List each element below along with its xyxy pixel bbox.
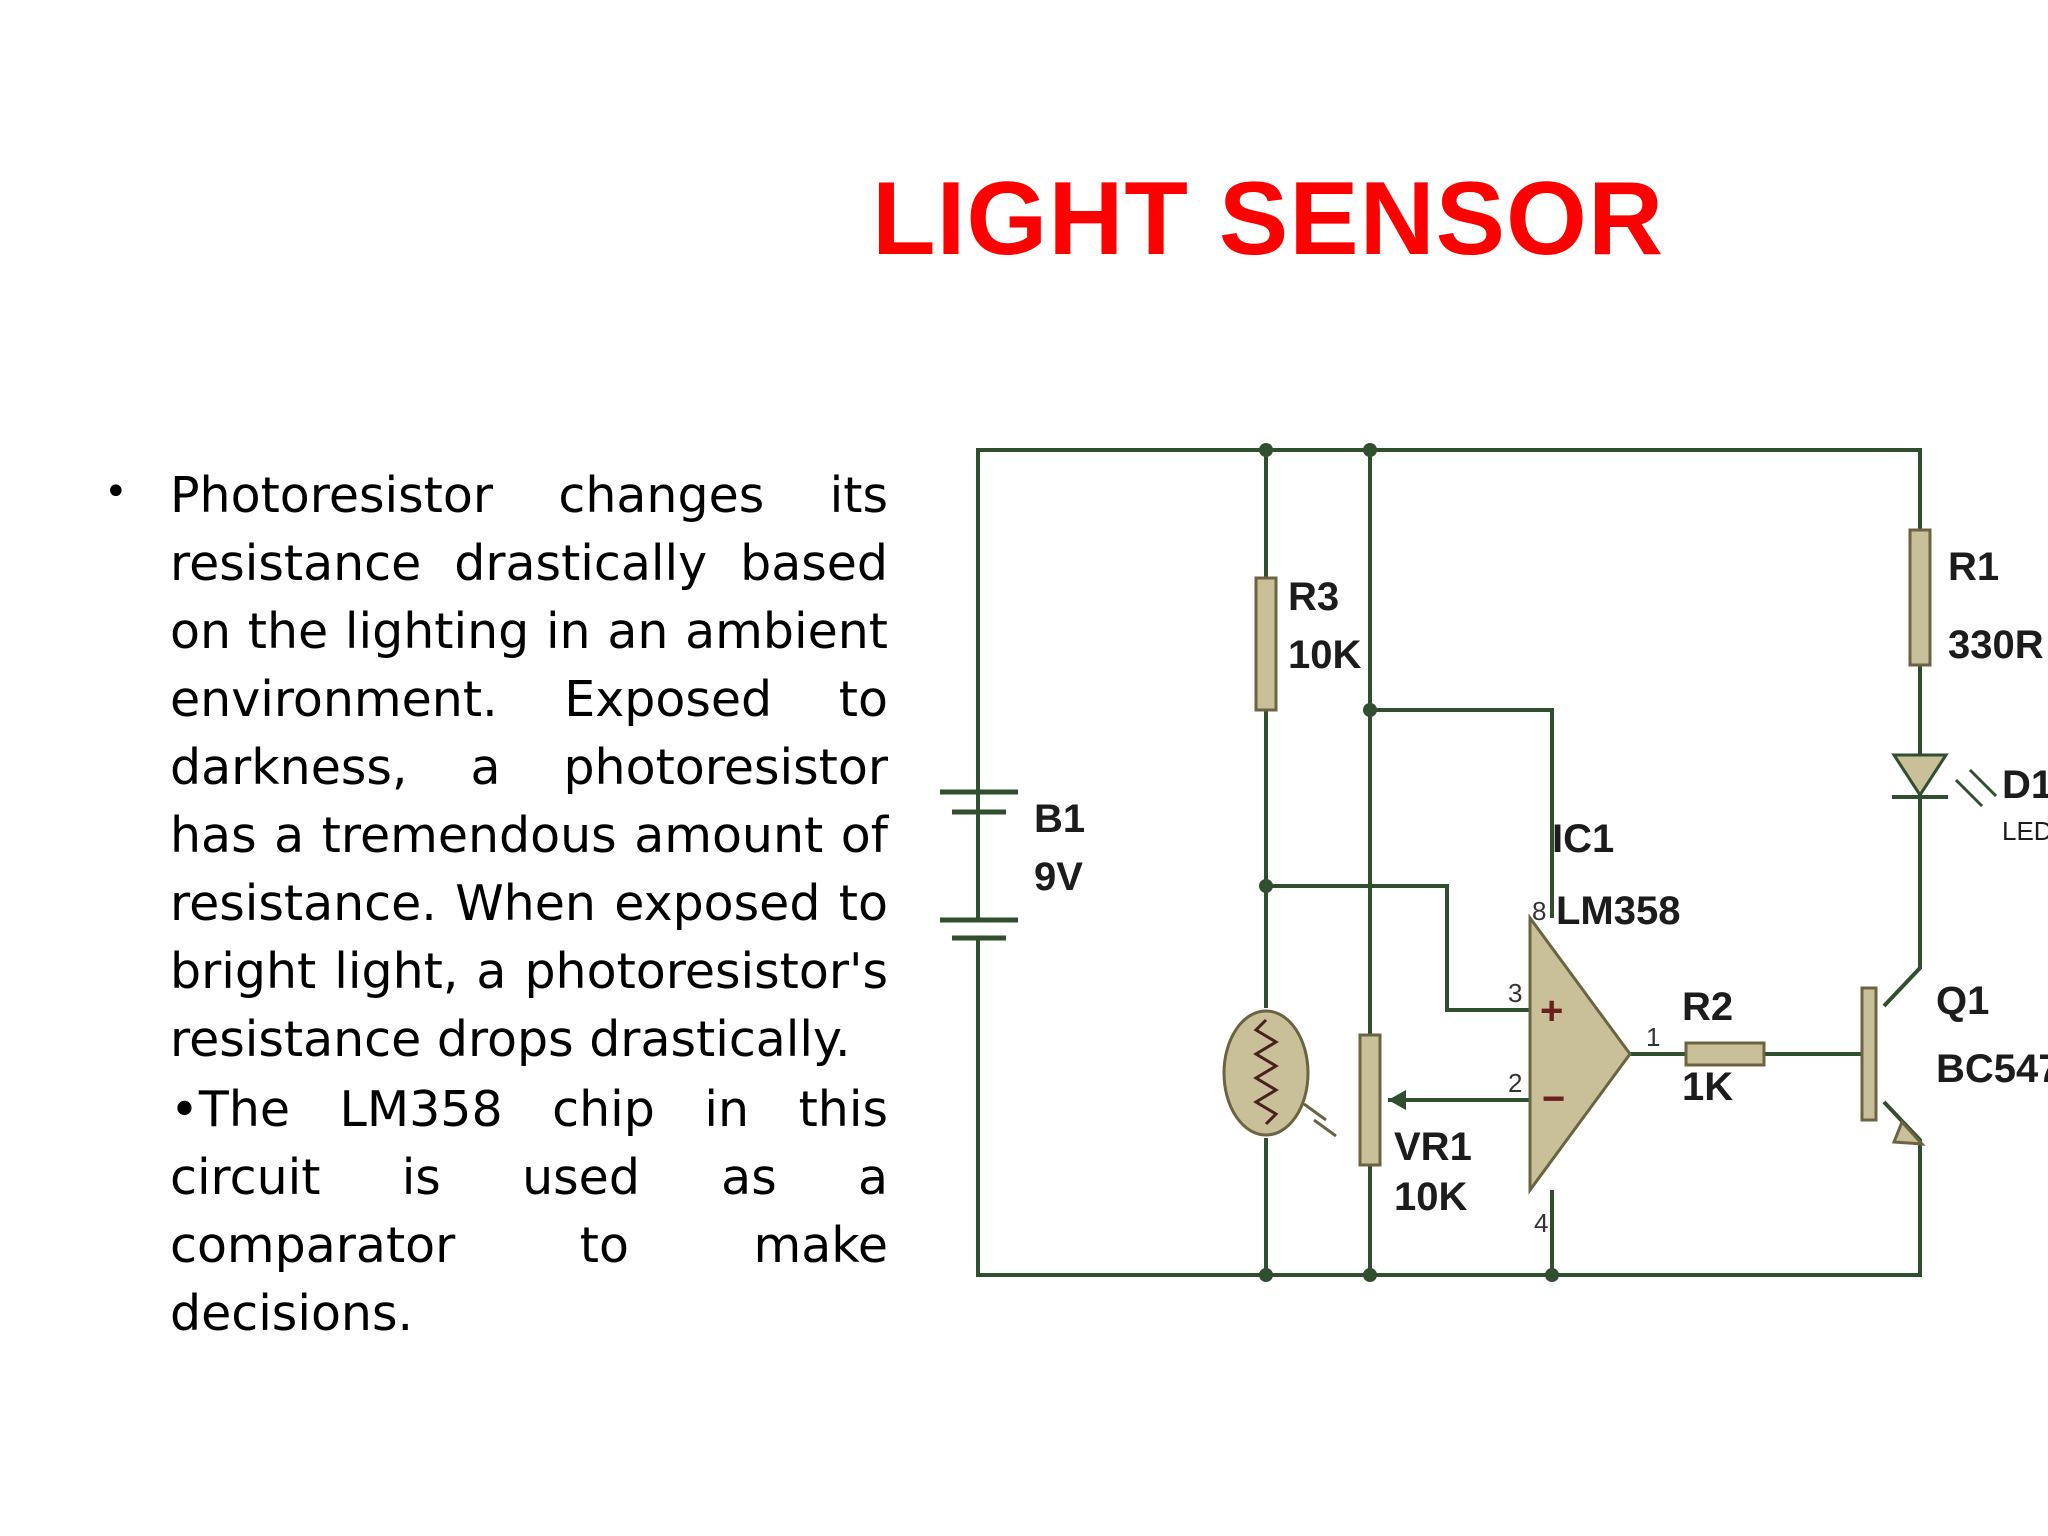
- pin-3-label: 3: [1508, 978, 1522, 1008]
- potentiometer-vr1-icon: [1358, 1033, 1406, 1167]
- label-r1: R1: [1948, 545, 1999, 589]
- bullet-marker: •: [104, 469, 128, 515]
- label-b1: B1: [1034, 797, 1085, 841]
- resistor-r1-icon: [1908, 528, 1932, 667]
- label-ic1: IC1: [1552, 817, 1614, 861]
- resistor-r2-icon: [1684, 1041, 1766, 1067]
- junction-dots: [1259, 443, 1559, 1282]
- label-r3: R3: [1288, 575, 1339, 619]
- paragraph-photoresistor: Photoresistor changes its resistance dra…: [170, 467, 888, 1068]
- label-r3-value: 10K: [1288, 633, 1361, 677]
- body-text-block: Photoresistor changes its resistance dra…: [170, 462, 888, 1348]
- label-r1-value: 330R: [1948, 623, 2044, 667]
- photoresistor-icon: [1222, 1009, 1337, 1138]
- pin-2-label: 2: [1508, 1068, 1522, 1098]
- slide-title: LIGHT SENSOR: [872, 161, 1665, 277]
- pin-8-label: 8: [1532, 896, 1546, 926]
- label-r2: R2: [1682, 985, 1733, 1029]
- transistor-q1-icon: [1860, 986, 1926, 1146]
- pin-1-label: 1: [1646, 1022, 1660, 1052]
- paragraph-lm358: •The LM358 chip in this circuit is used …: [170, 1081, 888, 1342]
- label-vr1-value: 10K: [1394, 1175, 1467, 1219]
- label-vr1: VR1: [1394, 1125, 1472, 1169]
- label-d1: D1: [2002, 763, 2048, 807]
- opamp-plus-sign: +: [1540, 989, 1563, 1033]
- resistor-r3-icon: [1254, 576, 1278, 712]
- led-d1-icon: [1891, 753, 1998, 808]
- label-ic1-value: LM358: [1556, 889, 1681, 933]
- label-r2-value: 1K: [1682, 1065, 1733, 1109]
- label-b1-value: 9V: [1034, 855, 1083, 899]
- label-q1-value: BC547: [1936, 1047, 2048, 1091]
- label-d1-value: LED: [2002, 816, 2048, 846]
- battery-icon: [940, 789, 1018, 980]
- opamp-minus-sign: −: [1542, 1077, 1565, 1121]
- pin-4-label: 4: [1534, 1208, 1548, 1238]
- circuit-wires: [976, 448, 1922, 1277]
- circuit-diagram: B1 9V R3 10K R1 330R D1 LED IC1 LM358 R2…: [940, 443, 2048, 1282]
- opamp-lm358-icon: [1528, 913, 1632, 1195]
- label-q1: Q1: [1936, 979, 1989, 1023]
